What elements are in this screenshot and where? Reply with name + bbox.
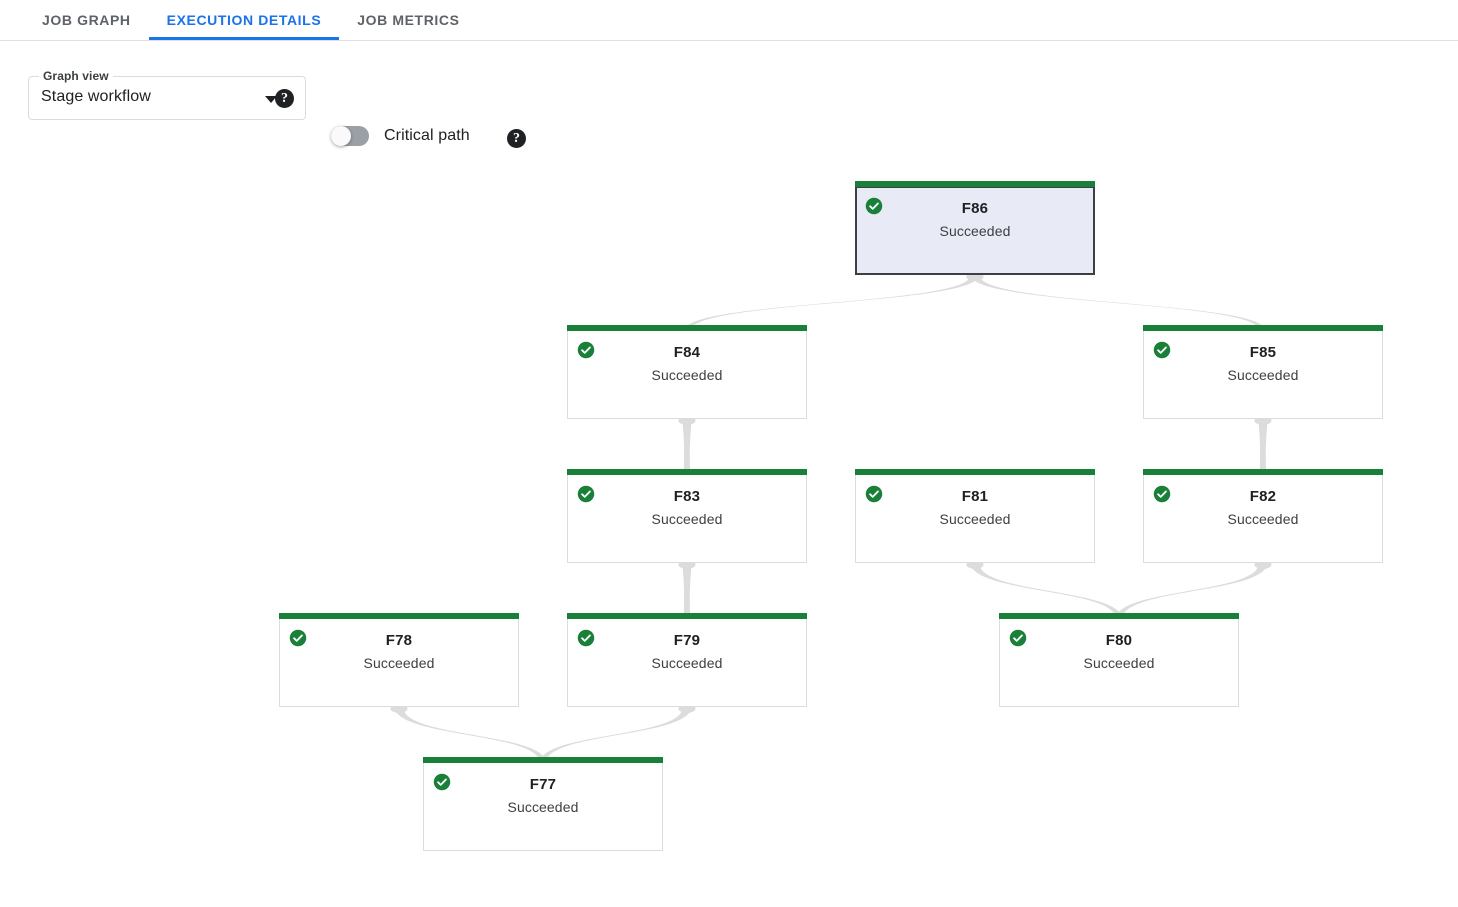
- stage-node-status-bar: [567, 325, 807, 331]
- check-circle-icon: [577, 629, 595, 647]
- graph-view-help-icon[interactable]: ?: [275, 89, 294, 108]
- edge-f82-to-f80: [1115, 563, 1268, 619]
- stage-node-title: F85: [1249, 344, 1277, 361]
- stage-node-status: Succeeded: [651, 655, 723, 671]
- stage-node-status: Succeeded: [651, 511, 723, 527]
- check-circle-icon: [865, 197, 883, 215]
- stage-node-title: F83: [673, 488, 701, 505]
- stage-node-status-bar: [279, 613, 519, 619]
- stage-node-status: Succeeded: [939, 511, 1011, 527]
- critical-path-help-icon[interactable]: ?: [507, 129, 526, 148]
- edge-f83-to-f79: [682, 563, 692, 619]
- stage-node-status: Succeeded: [507, 799, 579, 815]
- stage-node-status: Succeeded: [363, 655, 435, 671]
- stage-node-status: Succeeded: [1083, 655, 1155, 671]
- stage-node-status-bar: [855, 181, 1095, 187]
- tab-execution-details[interactable]: EXECUTION DETAILS: [148, 0, 340, 40]
- check-circle-icon: [577, 485, 595, 503]
- tab-job-metrics[interactable]: JOB METRICS: [357, 12, 460, 28]
- graph-view-value: Stage workflow: [41, 88, 151, 105]
- stage-node-status-bar: [423, 757, 663, 763]
- check-circle-icon: [289, 629, 307, 647]
- critical-path-switch-track[interactable]: [331, 126, 369, 146]
- check-circle-icon: [865, 485, 883, 503]
- stage-node-title: F78: [385, 632, 413, 649]
- stage-node-status-bar: [999, 613, 1239, 619]
- stage-node-title: F77: [529, 776, 557, 793]
- stage-node-title: F81: [961, 488, 989, 505]
- stage-node-status: Succeeded: [939, 223, 1011, 239]
- check-circle-icon: [577, 341, 595, 359]
- stage-node-status-bar: [1143, 469, 1383, 475]
- stage-node-status-bar: [855, 469, 1095, 475]
- stage-node-status-bar: [567, 469, 807, 475]
- edge-f79-to-f77: [539, 707, 692, 763]
- critical-path-label: Critical path: [384, 127, 470, 144]
- check-circle-icon: [1153, 485, 1171, 503]
- edge-f84-to-f83: [682, 419, 692, 475]
- graph-view-label: Graph view: [39, 69, 113, 83]
- chevron-down-icon[interactable]: [265, 96, 277, 103]
- tab-list: JOB GRAPH EXECUTION DETAILS JOB METRICS: [0, 0, 1458, 40]
- stage-node-status-bar: [1143, 325, 1383, 331]
- stage-node-title: F84: [673, 344, 701, 361]
- stage-node-status: Succeeded: [651, 367, 723, 383]
- tab-bar: JOB GRAPH EXECUTION DETAILS JOB METRICS: [0, 0, 1458, 41]
- edge-f85-to-f82: [1258, 419, 1268, 475]
- stage-node-title: F80: [1105, 632, 1133, 649]
- edge-f86-to-f84: [683, 275, 980, 331]
- graph-toolbar: Graph view Stage workflow ? Critical pat…: [0, 41, 1458, 148]
- check-circle-icon: [1153, 341, 1171, 359]
- stage-node-title: F86: [961, 200, 989, 217]
- stage-node-status: Succeeded: [1227, 511, 1299, 527]
- stage-node-title: F82: [1249, 488, 1277, 505]
- stage-node-status-bar: [567, 613, 807, 619]
- edge-f86-to-f85: [970, 275, 1267, 331]
- stage-node-status: Succeeded: [1227, 367, 1299, 383]
- check-circle-icon: [433, 773, 451, 791]
- graph-view-select[interactable]: Graph view Stage workflow: [28, 69, 306, 120]
- edge-f78-to-f77: [394, 707, 547, 763]
- check-circle-icon: [1009, 629, 1027, 647]
- stage-node-title: F79: [673, 632, 701, 649]
- critical-path-toggle[interactable]: Critical path: [331, 126, 470, 146]
- edge-f81-to-f80: [970, 563, 1123, 619]
- tab-job-graph[interactable]: JOB GRAPH: [42, 12, 131, 28]
- critical-path-switch-thumb[interactable]: [331, 126, 351, 146]
